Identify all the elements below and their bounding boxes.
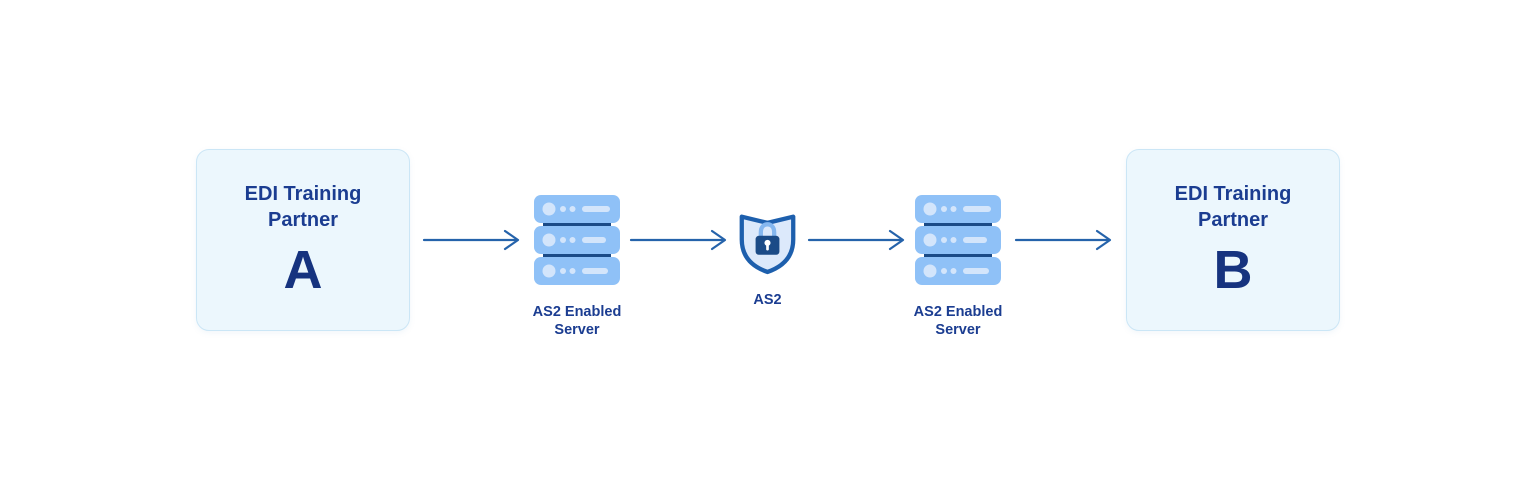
server-node-right: AS2 Enabled Server (914, 195, 1002, 338)
flow-row: EDI Training Partner A (196, 149, 1340, 338)
as2-shield-node: AS2 (737, 206, 798, 308)
partner-b-letter: B (1213, 240, 1253, 301)
arrow-right-icon (1014, 229, 1111, 251)
partner-a-letter: A (283, 240, 323, 301)
partner-box-b: EDI Training Partner B (1126, 149, 1340, 331)
server-stack-icon (534, 195, 620, 285)
partner-a-title: EDI Training Partner (244, 183, 362, 232)
flow-arrow-4 (1001, 228, 1126, 252)
as2-label: AS2 (753, 291, 782, 308)
server-left-label: AS2 Enabled Server (532, 304, 622, 339)
flow-arrow-2 (620, 228, 737, 252)
shield-lock-icon (739, 214, 796, 274)
arrow-right-icon (807, 229, 904, 251)
flow-arrow-1 (410, 228, 534, 252)
partner-box-a: EDI Training Partner A (196, 149, 410, 331)
server-stack-icon (915, 195, 1001, 285)
server-node-left: AS2 Enabled Server (533, 195, 621, 338)
partner-b-title: EDI Training Partner (1174, 183, 1292, 232)
arrow-right-icon (629, 229, 726, 251)
server-right-label: AS2 Enabled Server (913, 304, 1003, 339)
arrow-right-icon (422, 229, 520, 251)
flow-arrow-3 (798, 228, 915, 252)
